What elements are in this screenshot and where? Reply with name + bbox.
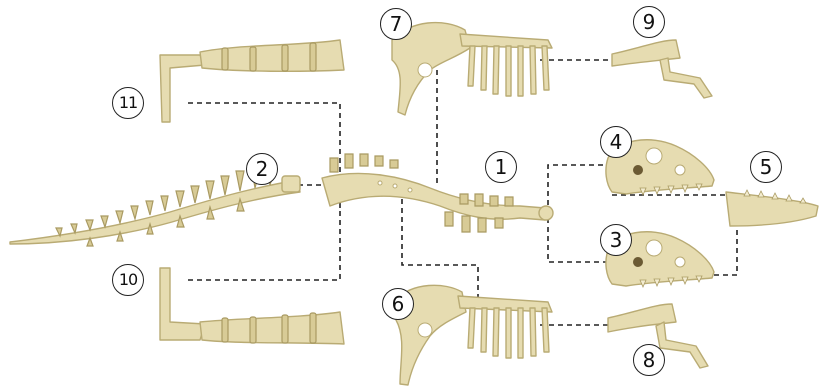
callout-2-label: 2 bbox=[256, 159, 269, 179]
callout-1-label: 1 bbox=[495, 157, 508, 177]
upper-ribcage-part bbox=[392, 23, 552, 115]
callout-10: 10 bbox=[112, 264, 144, 296]
callout-9: 9 bbox=[633, 6, 665, 38]
lower-ribcage-part bbox=[396, 285, 552, 385]
callout-11-label: 11 bbox=[119, 95, 137, 111]
spine-bone-part bbox=[322, 154, 553, 232]
callout-4-label: 4 bbox=[610, 132, 623, 152]
leader-line-10-to-spine bbox=[188, 210, 340, 280]
callout-6-label: 6 bbox=[392, 294, 405, 314]
callout-5-label: 5 bbox=[760, 157, 773, 177]
callout-3-label: 3 bbox=[610, 230, 623, 250]
leg-bone-part-11 bbox=[160, 40, 344, 122]
callout-2: 2 bbox=[246, 153, 278, 185]
callout-6: 6 bbox=[382, 288, 414, 320]
callout-4: 4 bbox=[600, 126, 632, 158]
jaw-bone-part bbox=[726, 190, 818, 226]
callout-9-label: 9 bbox=[643, 12, 656, 32]
callout-8-label: 8 bbox=[643, 350, 656, 370]
callout-5: 5 bbox=[750, 151, 782, 183]
callout-8: 8 bbox=[633, 344, 665, 376]
arm-bone-part-9 bbox=[612, 40, 712, 98]
callout-1: 1 bbox=[485, 151, 517, 183]
callout-3: 3 bbox=[600, 224, 632, 256]
callout-7: 7 bbox=[380, 8, 412, 40]
callout-11: 11 bbox=[112, 87, 144, 119]
callout-10-label: 10 bbox=[119, 272, 137, 288]
callout-7-label: 7 bbox=[390, 14, 403, 34]
